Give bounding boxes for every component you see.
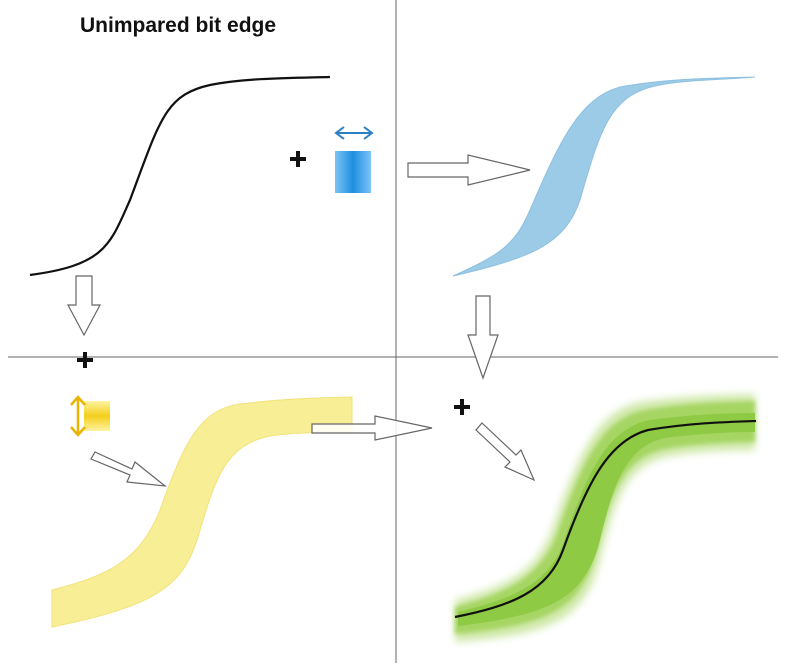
diagram-title: Unimpared bit edge [80,14,277,37]
arrow-diag-yellow [90,451,167,487]
vertical-noise-symbol [84,401,110,431]
arrow-diag-green [475,422,536,482]
combined-center-curve [454,419,757,619]
arrow-down-left [67,275,101,337]
yellow-noise-band [51,396,353,628]
plus-icon [77,352,93,368]
arrow-right-bottom [311,415,433,441]
arrow-right-top [407,154,531,186]
horizontal-jitter-symbol [335,151,371,193]
ideal-edge-curve [29,75,331,277]
plus-icon [290,151,306,167]
double-arrow-vertical-icon [70,395,86,437]
plus-icon [454,399,470,415]
arrow-down-right [467,295,499,380]
green-combined-band [455,394,755,642]
blue-jitter-band [452,76,756,277]
double-arrow-horizontal-icon [334,126,374,140]
